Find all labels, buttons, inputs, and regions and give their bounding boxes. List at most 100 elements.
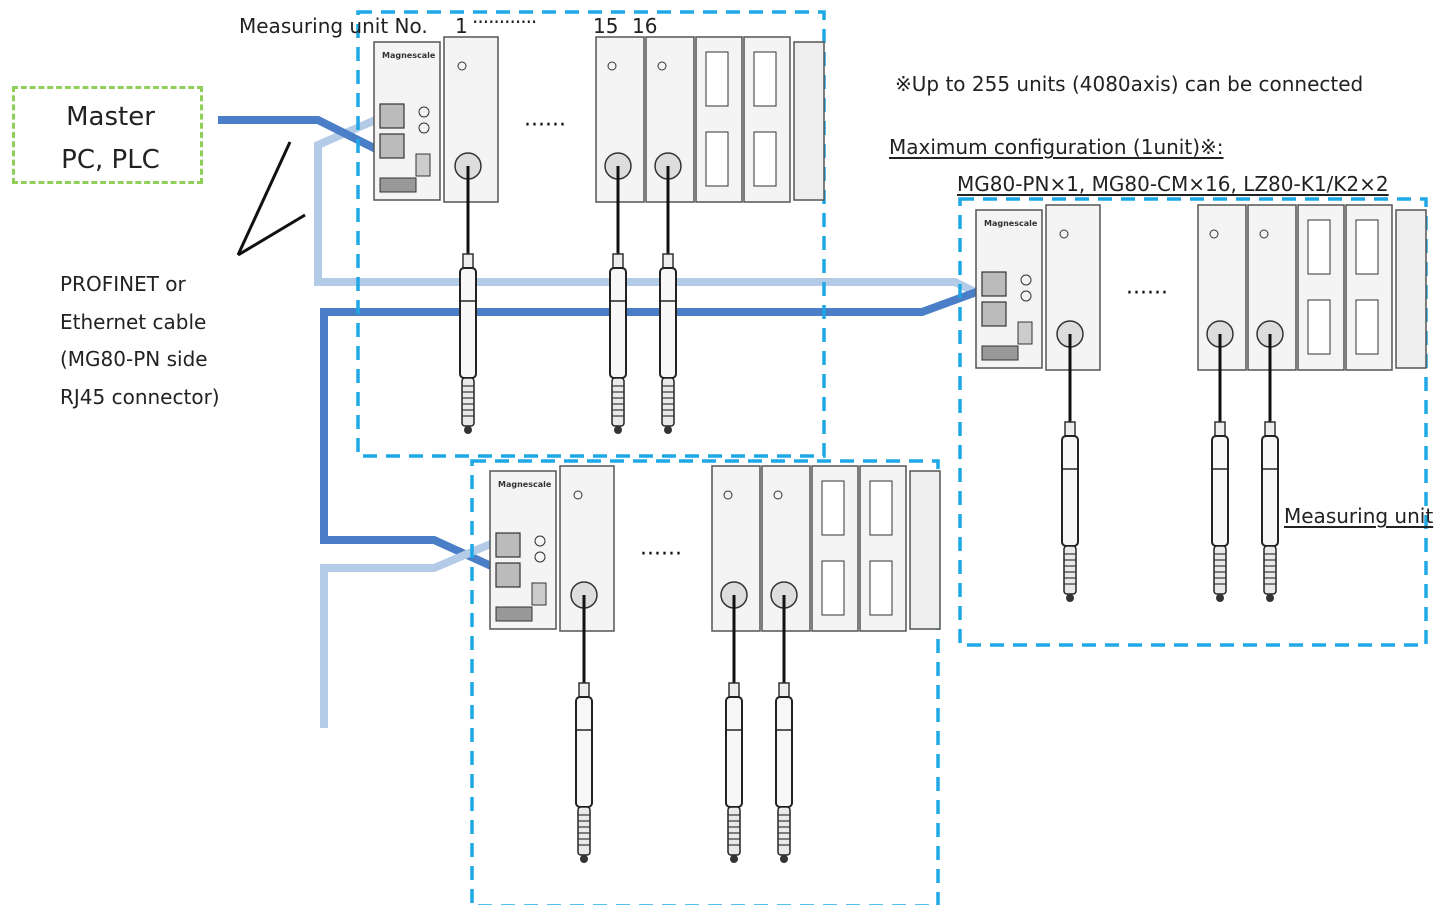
probe-tip-body — [777, 806, 791, 856]
rj45-port-2 — [379, 133, 405, 159]
io-connector-top — [1307, 219, 1331, 275]
probe-tip — [1066, 594, 1074, 602]
probe-collar — [1214, 421, 1226, 437]
power-connector — [531, 582, 547, 606]
cable-light-bottom — [320, 536, 502, 728]
probe-tip — [464, 426, 472, 434]
io-connector-bottom — [869, 560, 893, 616]
end-plate — [793, 41, 825, 201]
io-connector-bottom — [753, 131, 777, 187]
rj45-port-2 — [981, 301, 1007, 327]
probe — [1211, 334, 1229, 602]
probe-collar — [1064, 421, 1076, 437]
module-racks: Magnescale ······ Magnescale ······ Magnesca… — [373, 36, 1427, 863]
io-connector-top — [821, 480, 845, 536]
end-plate — [1395, 209, 1427, 369]
dial — [1020, 290, 1032, 302]
io-connector-top — [753, 51, 777, 107]
unit-number-15: 15 — [593, 14, 619, 38]
probe-tip — [664, 426, 672, 434]
module-brand: Magnescale — [382, 51, 436, 60]
probe-collar — [662, 253, 674, 269]
capacity-note: ※Up to 255 units (4080axis) can be conne… — [895, 72, 1364, 96]
reset-button — [657, 61, 667, 71]
probe-body — [1261, 435, 1279, 547]
module-ellipsis: ······ — [1126, 281, 1168, 306]
probe — [459, 166, 477, 434]
probe-body — [659, 267, 677, 379]
frame-rack3 — [958, 197, 1428, 647]
reset-button — [607, 61, 617, 71]
probe-collar — [728, 682, 740, 698]
cable-master-rack1 — [218, 116, 380, 154]
probe-body — [1061, 435, 1079, 547]
io-connector-top — [705, 51, 729, 107]
io-connector-bottom — [1355, 299, 1379, 355]
max-config-detail: MG80-PN×1, MG80-CM×16, LZ80-K1/K2×2 — [957, 172, 1389, 196]
dial — [534, 535, 546, 547]
reset-button — [773, 490, 783, 500]
probe — [1261, 334, 1279, 602]
frame-rack2 — [470, 459, 940, 905]
reset-button — [1259, 229, 1269, 239]
probe-body — [775, 696, 793, 808]
frame-rack1 — [356, 10, 826, 458]
probe-tip-body — [461, 377, 475, 427]
measuring-unit-label: Measuring unit — [1284, 504, 1434, 528]
cable-label-line-3: (MG80-PN side — [60, 347, 208, 371]
dial — [1020, 274, 1032, 286]
cables — [218, 114, 984, 728]
dashed-frames — [356, 10, 1428, 905]
reset-button — [1059, 229, 1069, 239]
rj45-port-1 — [495, 532, 521, 558]
dial — [418, 122, 430, 134]
probe-tip-body — [1263, 545, 1277, 595]
probe-tip — [1266, 594, 1274, 602]
probe-body — [725, 696, 743, 808]
rack-1: Magnescale······ — [373, 36, 825, 434]
module-brand: Magnescale — [984, 219, 1038, 228]
probe-body — [575, 696, 593, 808]
probe-tip — [580, 855, 588, 863]
probe — [775, 595, 793, 863]
io-connector-bottom — [821, 560, 845, 616]
cable-label: PROFINET or Ethernet cable (MG80-PN side… — [60, 266, 220, 416]
cable-label-line-2: Ethernet cable — [60, 309, 207, 334]
probe-collar — [1264, 421, 1276, 437]
probe-tip-body — [611, 377, 625, 427]
probe-collar — [612, 253, 624, 269]
label-plate — [495, 606, 533, 622]
io-connector-bottom — [1307, 299, 1331, 355]
probe-body — [609, 267, 627, 379]
dial — [534, 551, 546, 563]
probe-body — [1211, 435, 1229, 547]
power-connector — [1017, 321, 1033, 345]
probe — [659, 166, 677, 434]
probe-tip-body — [661, 377, 675, 427]
unit-number-first: 1 — [455, 14, 468, 38]
probe-tip-body — [1063, 545, 1077, 595]
max-config-title: Maximum configuration (1unit)※: — [889, 135, 1224, 159]
probe-tip-body — [1213, 545, 1227, 595]
io-connector-top — [1355, 219, 1379, 275]
module-ellipsis: ······ — [640, 542, 682, 567]
probe — [575, 595, 593, 863]
probe-collar — [778, 682, 790, 698]
rack-2: Magnescale ······ — [489, 465, 941, 863]
reset-button — [457, 61, 467, 71]
rj45-port-1 — [981, 271, 1007, 297]
module-brand: Magnescale — [498, 480, 552, 489]
probe-body — [459, 267, 477, 379]
unit-number-dots: ············ — [472, 10, 537, 34]
reset-button — [723, 490, 733, 500]
unit-number-16: 16 — [632, 14, 658, 38]
rack-3: Magnescale ······ — [975, 204, 1427, 602]
label-plate — [981, 345, 1019, 361]
master-subtitle: PC, PLC — [61, 145, 160, 175]
measuring-unit-number-prefix: Measuring unit No. — [239, 14, 428, 38]
io-connector-bottom — [705, 131, 729, 187]
probe-collar — [578, 682, 590, 698]
cable-label-line-4: RJ45 connector) — [60, 384, 220, 409]
cable-label-line-1: PROFINET or — [60, 272, 186, 296]
